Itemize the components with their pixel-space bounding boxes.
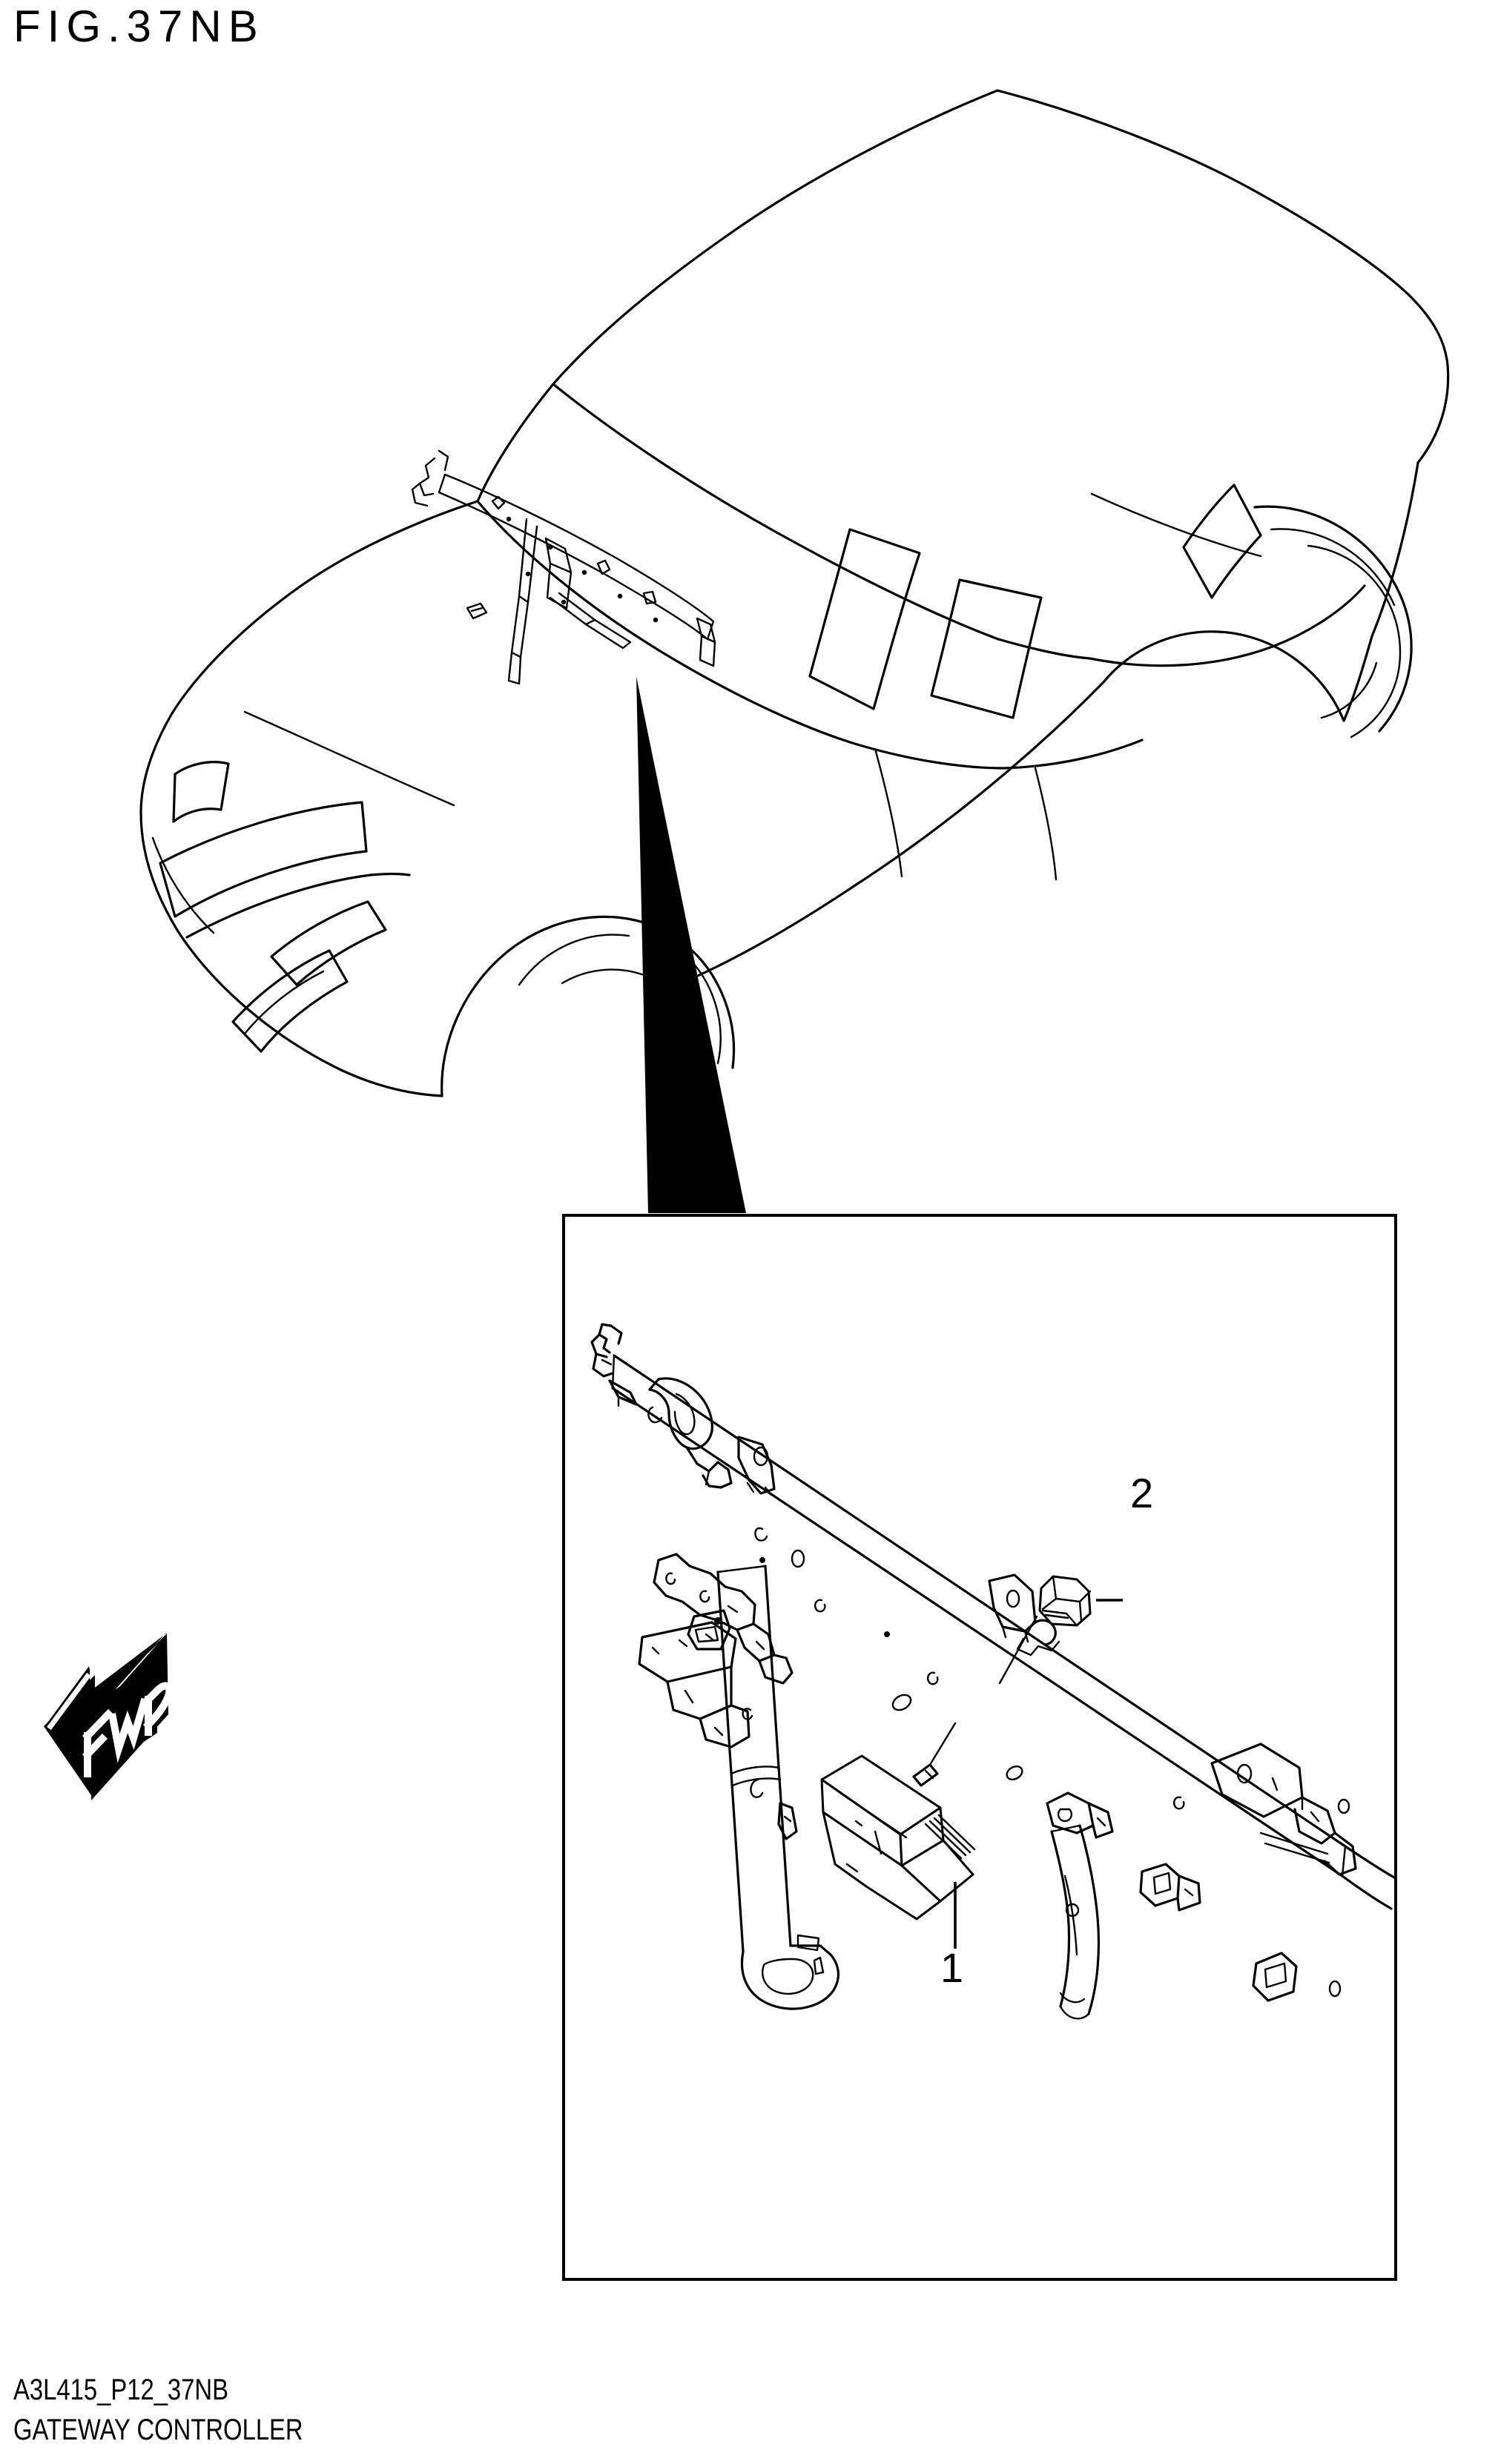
- instrument-panel-cross-beam-detail: [590, 1323, 1396, 2020]
- detail-pointer-wedge: [636, 676, 746, 1213]
- page-title: FIG.37NB: [13, 1, 265, 51]
- detail-box-frame: [562, 1214, 1397, 2281]
- callout-2: 2: [1130, 1470, 1154, 1516]
- assembly-name: GATEWAY CONTROLLER: [13, 2414, 303, 2446]
- callout-1: 1: [940, 1944, 964, 1991]
- instrument-panel-beam-in-vehicle: [411, 449, 716, 685]
- vehicle-outline: [139, 89, 1450, 1126]
- diagram-code: A3L415_P12_37NB: [13, 2374, 228, 2406]
- gateway-controller-module: [820, 1754, 976, 1920]
- footer: A3L415_P12_37NB GATEWAY CONTROLLER: [13, 2370, 681, 2450]
- harness-clip: [1038, 1575, 1092, 1627]
